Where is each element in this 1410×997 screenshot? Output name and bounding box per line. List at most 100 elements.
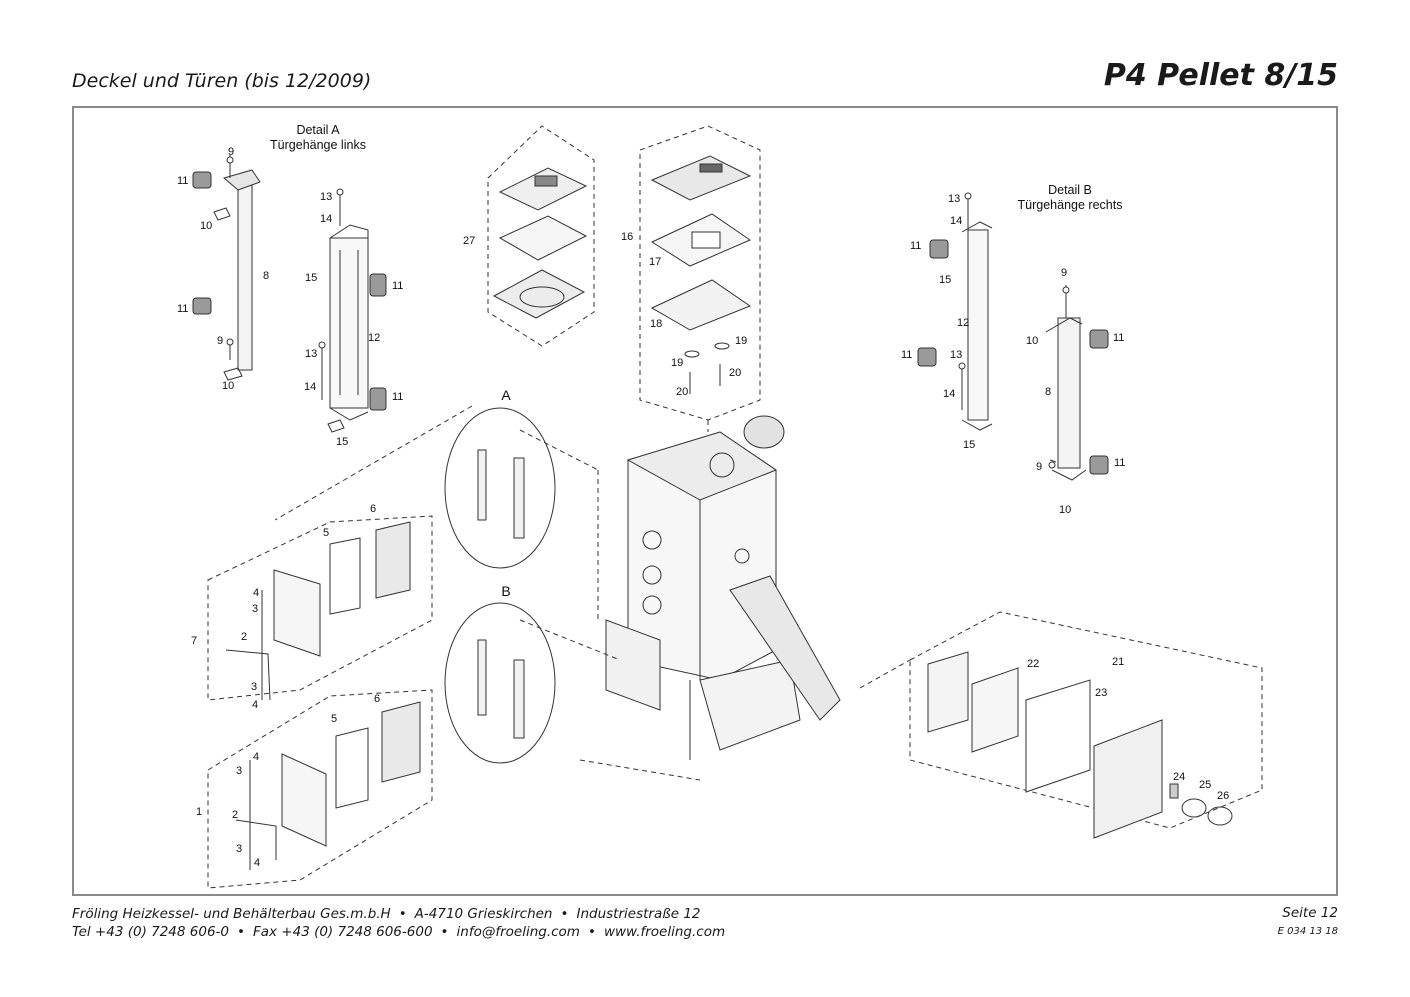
door-assembly-7 — [207, 515, 433, 701]
part-number: 6 — [374, 693, 380, 705]
part-number: 14 — [304, 381, 316, 393]
cover-assembly-16 — [639, 125, 761, 421]
footer-company: Fröling Heizkessel- und Behälterbau Ges.… — [72, 906, 391, 922]
part-number: 26 — [1217, 790, 1229, 802]
part-number: 4 — [253, 751, 259, 763]
part-number: 15 — [305, 272, 317, 284]
detail-a-subtitle: Türgehänge links — [270, 138, 366, 152]
boiler-body — [605, 415, 841, 760]
part-number: 3 — [236, 765, 242, 777]
part-number: 21 — [1112, 656, 1124, 668]
cover-assembly-27 — [487, 125, 595, 347]
footer-fax: Fax +43 (0) 7248 606-600 — [252, 924, 433, 940]
part-number: 12 — [368, 332, 380, 344]
detail-labels: Detail A Türgehänge links Detail B Türge… — [270, 123, 1122, 599]
part-number: 20 — [729, 367, 741, 379]
part-number: 2 — [241, 631, 247, 643]
part-number: 11 — [392, 391, 403, 403]
footer-separator: • — [560, 906, 569, 922]
detail-b-circle — [444, 602, 556, 764]
part-number: 13 — [950, 349, 962, 361]
footer-website[interactable]: www.froeling.com — [603, 924, 726, 940]
cover-plates-27 — [492, 167, 588, 319]
part-number: 23 — [1095, 687, 1107, 699]
part-number: 13 — [948, 193, 960, 205]
detail-b-title: Detail B — [1048, 183, 1092, 197]
ash-door-parts — [927, 651, 1233, 839]
part-number: 11 — [177, 175, 188, 187]
part-number: 22 — [1027, 658, 1039, 670]
part-number: 5 — [323, 527, 329, 539]
part-number: 8 — [1045, 386, 1051, 398]
part-number: 3 — [236, 843, 242, 855]
part-number: 11 — [910, 240, 921, 252]
detail-a-hinge-left — [192, 155, 387, 433]
footer-address: Fröling Heizkessel- und Behälterbau Ges.… — [72, 905, 725, 941]
part-number: 13 — [320, 191, 332, 203]
footer-separator: • — [587, 924, 596, 940]
drawing-frame — [72, 106, 1338, 896]
part-number: 4 — [253, 587, 259, 599]
footer-separator: • — [237, 924, 245, 940]
part-number: 4 — [252, 699, 258, 711]
part-number: 9 — [1061, 267, 1067, 279]
part-number: 18 — [650, 318, 662, 330]
part-number: 16 — [621, 231, 633, 243]
part-number: 3 — [251, 681, 257, 693]
ash-door-assembly-21 — [909, 611, 1263, 829]
part-number: 10 — [1059, 504, 1071, 516]
part-number: 10 — [222, 380, 234, 392]
detail-a-circle — [444, 407, 556, 569]
footer-separator: • — [440, 924, 449, 940]
door-1-parts — [235, 701, 421, 870]
part-number: 11 — [177, 303, 188, 315]
part-number: 12 — [957, 317, 969, 329]
part-number: 27 — [463, 235, 475, 247]
footer-separator: • — [398, 906, 407, 922]
part-number: 15 — [939, 274, 951, 286]
detail-a-title: Detail A — [296, 123, 340, 137]
part-number: 14 — [320, 213, 332, 225]
part-number: 6 — [370, 503, 376, 515]
part-number: 4 — [254, 857, 260, 869]
part-number: 11 — [901, 349, 912, 361]
footer-city: A-4710 Grieskirchen — [414, 906, 553, 922]
part-number: 8 — [263, 270, 269, 282]
part-number: 7 — [191, 635, 197, 647]
part-number: 9 — [217, 335, 223, 347]
part-number: 11 — [1113, 332, 1124, 344]
part-number: 9 — [1036, 461, 1042, 473]
part-number: 25 — [1199, 779, 1211, 791]
part-number: 11 — [392, 280, 403, 292]
part-number: 14 — [950, 215, 962, 227]
document-number: E 034 13 18 — [1277, 926, 1338, 937]
detail-b-hinge-right — [917, 192, 1109, 481]
part-number: 15 — [963, 439, 975, 451]
part-number: 2 — [232, 809, 238, 821]
footer-street: Industriestraße 12 — [576, 906, 701, 922]
header-title-left: Deckel und Türen (bis 12/2009) — [72, 70, 372, 92]
door-7-parts — [225, 521, 411, 701]
cover-plates-16 — [650, 155, 752, 394]
header-title-right: P4 Pellet 8/15 — [1103, 58, 1338, 93]
footer-email[interactable]: info@froeling.com — [456, 924, 580, 940]
circle-a-label: A — [501, 387, 511, 403]
door-assembly-1 — [207, 689, 433, 889]
detail-b-circle-contents — [477, 639, 525, 739]
part-number: 15 — [336, 436, 348, 448]
part-number: 19 — [671, 357, 683, 369]
leader-lines — [274, 405, 911, 781]
circle-b-label: B — [501, 583, 510, 599]
part-number: 17 — [649, 256, 661, 268]
part-number: 5 — [331, 713, 337, 725]
part-number: 13 — [305, 348, 317, 360]
part-number: 10 — [200, 220, 212, 232]
footer-phone: Tel +43 (0) 7248 606-0 — [72, 924, 229, 940]
part-number: 11 — [1114, 457, 1125, 469]
detail-b-subtitle: Türgehänge rechts — [1018, 198, 1123, 212]
part-number: 10 — [1026, 335, 1038, 347]
page-number: Seite 12 — [1282, 905, 1338, 921]
part-number: 9 — [228, 146, 234, 158]
part-number: 1 — [196, 806, 202, 818]
